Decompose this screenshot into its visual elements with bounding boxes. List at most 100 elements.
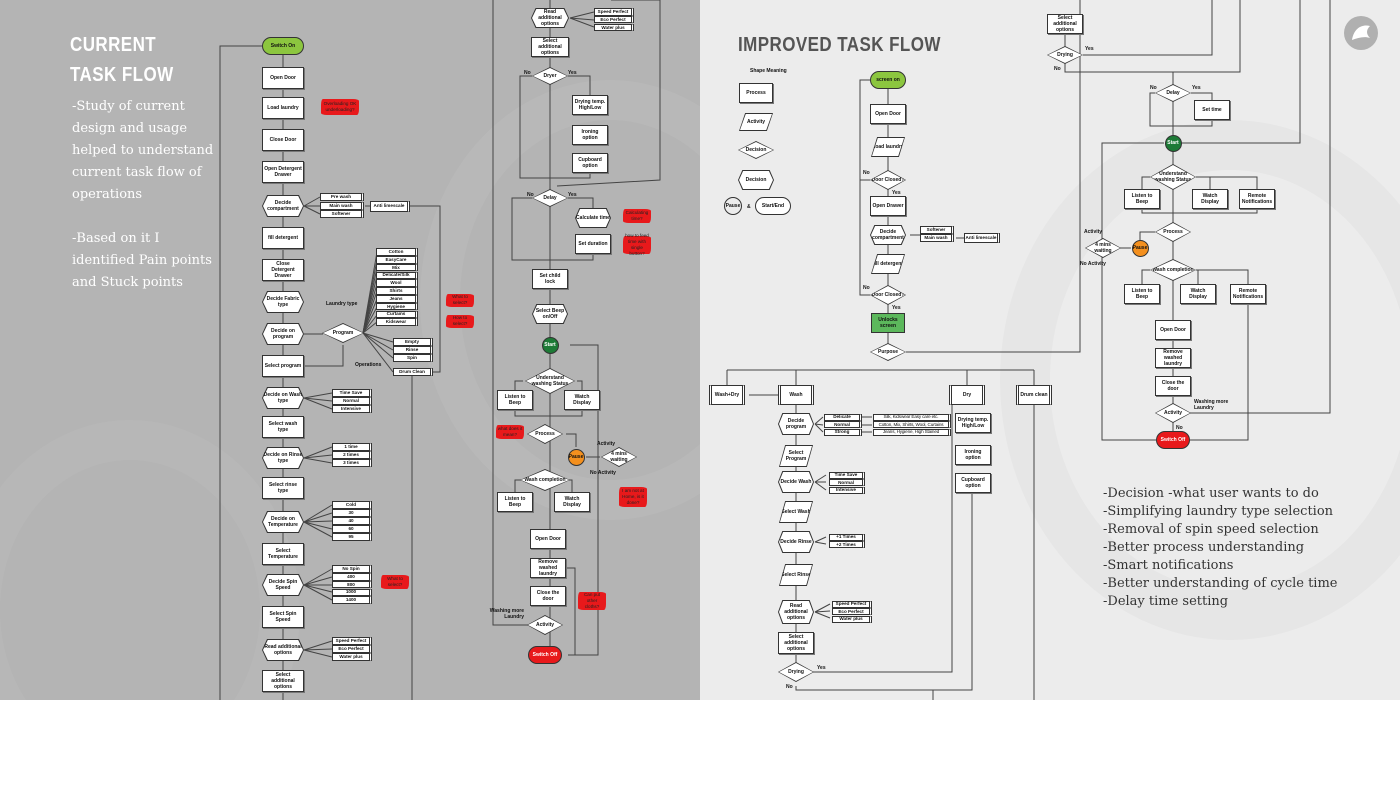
current-step: Select Spin Speed	[262, 606, 304, 628]
connector-line	[362, 290, 378, 334]
connector-line	[1083, 0, 1213, 56]
node-label: Speed Perfect	[597, 8, 629, 14]
additional-option: Water plus	[832, 615, 872, 623]
dry-step: Ironing option	[955, 445, 991, 465]
connector-line	[1196, 269, 1249, 284]
connector-line	[362, 332, 394, 351]
node-label: Select rinse type	[268, 482, 298, 494]
node-label: what does it mean?	[497, 426, 523, 437]
temperature-option: 40	[332, 517, 372, 525]
node-label: screen on	[876, 77, 900, 83]
current-step: Activity	[527, 615, 563, 635]
purpose-option: Drum clean	[1016, 385, 1052, 405]
connector-line	[814, 474, 827, 483]
connector-line	[219, 45, 262, 700]
current-step: Open Door	[262, 67, 304, 89]
node-label: 400	[347, 573, 355, 579]
program-level-option: Strong	[824, 428, 862, 436]
legend-activity: Activity	[739, 113, 773, 131]
program-description: Silk, Kidswear Easy care etc.	[873, 413, 951, 421]
improved-step: Set time	[1194, 100, 1230, 120]
brand-logo-icon	[1344, 16, 1378, 50]
improved-step: Delay	[1155, 84, 1191, 102]
node-label: Start	[544, 342, 556, 348]
connector-line	[303, 576, 333, 586]
node-label: fill detergent	[872, 261, 903, 267]
current-step: Dryer	[532, 67, 568, 85]
connector-line	[859, 80, 870, 296]
node-label: Open Door	[270, 75, 296, 81]
connector-line	[1190, 0, 1331, 414]
node-label: Normal	[838, 479, 854, 485]
node-label: Program	[332, 330, 354, 336]
flow-label: Yes	[892, 305, 901, 311]
improved-step: Process	[1155, 222, 1191, 242]
node-label: Activity	[1163, 410, 1183, 416]
flow-label: Yes	[1192, 85, 1201, 91]
node-label: Decision	[745, 177, 767, 183]
flow-label: Activity	[1084, 229, 1103, 235]
node-label: Understand washing Status	[531, 375, 569, 387]
node-label: EasyCare	[385, 256, 407, 262]
node-label: Switch On	[270, 43, 296, 49]
current-step: Decide on Wash type	[262, 387, 304, 409]
improved-step: Activity	[1155, 403, 1191, 423]
improved-step: Open Door	[1155, 320, 1191, 340]
current-step: Decide on program	[262, 323, 304, 345]
connector-line	[303, 196, 321, 207]
node-label: Select program	[264, 363, 302, 369]
improved-step: fill detergent	[871, 254, 905, 274]
spin-speed-option: 1000	[332, 588, 372, 597]
program-decision: Program	[322, 323, 364, 343]
node-label: Purpose	[877, 349, 898, 355]
current-step: Start	[541, 336, 559, 354]
node-label: Intensive	[341, 406, 361, 411]
current-step: Select additional options	[531, 37, 569, 57]
temperature-option: Cold	[332, 501, 372, 509]
current-step: Decide Fabric type	[262, 291, 304, 313]
improved-step: Watch Display	[1192, 189, 1228, 209]
rinse-type-option: 3 times	[332, 459, 372, 467]
current-step: Select additional options	[262, 670, 304, 692]
flow-label: No Activity	[590, 470, 616, 476]
node-label: Listen to Beep	[1131, 193, 1153, 205]
node-label: Pause	[1132, 245, 1148, 251]
node-label: Kidswear	[385, 319, 407, 325]
connector-line	[1190, 304, 1249, 441]
program-description: Cotton, Mix, Shirts, Wool, Curtains	[873, 421, 951, 428]
node-label: Cotton	[388, 249, 404, 254]
connector-line	[303, 512, 333, 523]
current-step: Switch Off	[528, 646, 562, 664]
connector-line	[814, 416, 824, 425]
wash-step: Select Program	[779, 445, 813, 467]
node-label: Select additional options	[538, 38, 562, 56]
node-label: Load laundry	[872, 144, 904, 150]
node-label: Unlocks screen	[878, 317, 898, 329]
additional-option: Water plus	[332, 653, 372, 661]
node-label: Mix	[392, 264, 400, 270]
connector-line	[362, 332, 394, 343]
node-label: Remove washed laundry	[538, 559, 558, 577]
flow-label: No	[524, 70, 531, 76]
note-line: -Based on it I	[72, 231, 160, 246]
node-label: Decide on Temperature	[268, 516, 298, 528]
node-label: What to select?	[387, 576, 403, 587]
node-label: Process	[746, 90, 766, 96]
note-line: design and usage	[72, 121, 188, 136]
node-label: Switch Off	[1160, 437, 1186, 443]
current-step: Read additional options	[531, 8, 569, 28]
additional-option: Speed Perfect	[832, 600, 872, 608]
node-label: What to select?	[452, 294, 468, 305]
node-label: Dryer	[543, 73, 557, 79]
purpose-option: Wash	[778, 385, 814, 405]
node-label: Delicate/Silk	[382, 272, 410, 278]
node-label: Activity	[746, 119, 766, 125]
improved-step: Wash completion	[1150, 259, 1196, 281]
connector-line	[795, 483, 973, 691]
node-label: Select additional options	[1053, 15, 1077, 33]
spin-speed-option: 400	[332, 573, 372, 581]
node-label: Main wash	[329, 202, 353, 208]
drum-clean-option: Drum Clean	[393, 368, 433, 376]
flow-label: No	[1176, 425, 1183, 431]
current-step: Close Detergent Drawer	[262, 259, 304, 281]
